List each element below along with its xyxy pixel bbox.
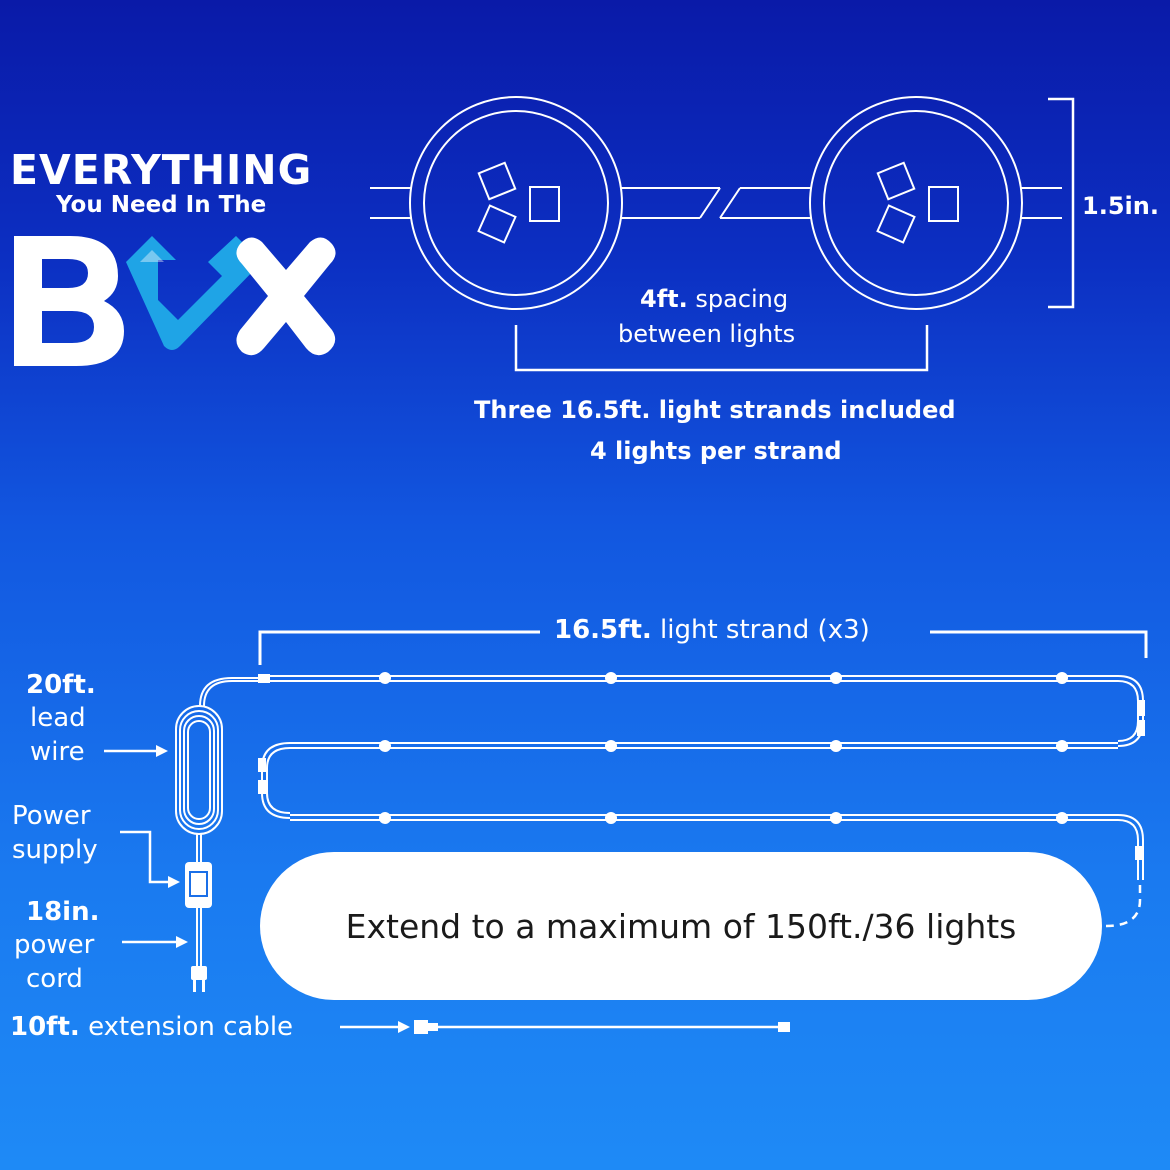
power-cord-line2: power — [14, 930, 95, 960]
spacing-value: 4ft. — [640, 285, 688, 313]
power-supply-line1: Power — [12, 801, 91, 831]
extension-cable — [414, 1020, 790, 1034]
plug — [191, 966, 207, 992]
light-cable — [370, 187, 1062, 219]
light-right — [809, 96, 1023, 310]
logo-line-everything: EVERYTHING — [10, 146, 313, 194]
strand-length-text: light strand (x3) — [660, 615, 870, 645]
spacing-text: spacing — [695, 285, 789, 313]
extension-cable-label: 10ft. extension cable — [10, 1012, 293, 1042]
strand-connectors — [258, 674, 1145, 860]
lead-wire-value: 20ft. — [26, 670, 96, 700]
power-supply-line2: supply — [12, 835, 98, 865]
lead-wire-line3: wire — [30, 737, 85, 767]
extend-callout-text: Extend to a maximum of 150ft./36 lights — [345, 906, 1017, 946]
spacing-line2: between lights — [618, 320, 796, 348]
height-label: 1.5in. — [1082, 192, 1159, 220]
extension-dashed — [1105, 885, 1142, 928]
power-cord-value: 18in. — [26, 897, 100, 927]
spacing-label: 4ft. spacing — [640, 285, 788, 313]
power-cord-line3: cord — [26, 964, 83, 994]
extension-cable-text: extension cable — [88, 1012, 294, 1042]
logo-box-art — [14, 236, 336, 366]
strand-bracket — [258, 630, 1148, 665]
spacing-bracket — [514, 325, 929, 372]
logo-line-you-need: You Need In The — [56, 192, 267, 218]
lead-wire-coil — [175, 677, 258, 968]
height-bracket — [1048, 97, 1075, 309]
light-left — [409, 96, 623, 310]
strands-line1: Three 16.5ft. light strands included — [474, 396, 956, 424]
lead-wire-line2: lead — [30, 703, 86, 733]
extend-callout: Extend to a maximum of 150ft./36 lights — [260, 852, 1102, 1000]
strand-length-value: 16.5ft. — [554, 615, 652, 645]
power-supply-box — [185, 862, 212, 908]
strands-line2: 4 lights per strand — [590, 437, 842, 465]
serpentine-strand — [261, 675, 1144, 880]
extension-cable-value: 10ft. — [10, 1012, 80, 1042]
label-arrows — [104, 749, 398, 1029]
strand-length-label: 16.5ft. light strand (x3) — [554, 615, 870, 645]
arrow-heads — [156, 745, 410, 1033]
strand-lights — [379, 672, 1068, 824]
